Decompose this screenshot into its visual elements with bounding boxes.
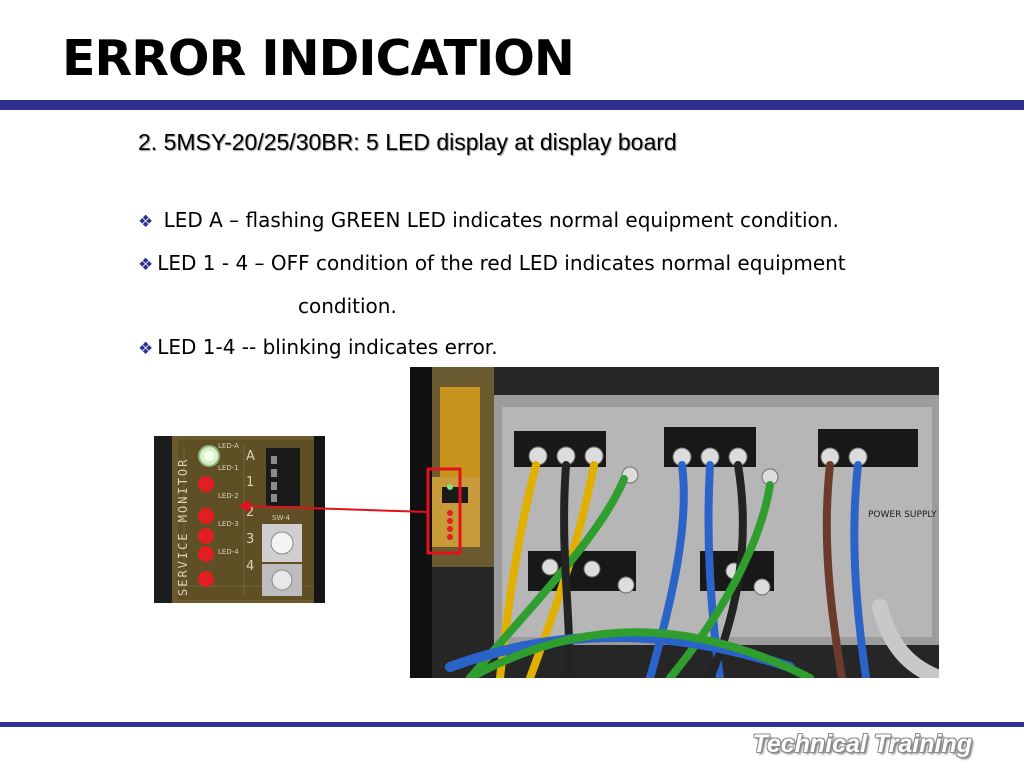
board-vertical-label: SERVICE MONITOR <box>176 458 190 596</box>
title-divider <box>0 100 1024 110</box>
bullet-led-a: ❖ LED A – flashing GREEN LED indicates n… <box>138 206 998 236</box>
led-2-digit: 2 <box>246 505 254 520</box>
slide-subtitle: 2. 5MSY-20/25/30BR: 5 LED display at dis… <box>138 129 677 155</box>
bullet-text: LED 1-4 -- blinking indicates error. <box>157 335 498 359</box>
power-supply-label: POWER SUPPLY <box>868 510 937 520</box>
bullet-led-1-4-off: ❖LED 1 - 4 – OFF condition of the red LE… <box>138 249 998 320</box>
led-1-digit: 1 <box>246 475 254 490</box>
bullet-text: LED 1 - 4 – OFF condition of the red LED… <box>157 251 846 275</box>
led-a-digit: A <box>246 449 255 464</box>
led-3-label: LED-3 <box>218 520 239 528</box>
footer-divider <box>0 722 1024 727</box>
terminal-block-wiring-photo: POWER SUPPLY <box>410 367 939 678</box>
bullet-text: LED A – flashing GREEN LED indicates nor… <box>157 208 839 232</box>
led-2-label: LED-2 <box>218 492 239 500</box>
led-4-label: LED-4 <box>218 548 239 556</box>
diamond-bullet-icon: ❖ <box>138 212 154 232</box>
switch-label: SW-4 <box>272 514 291 522</box>
led-4-digit: 4 <box>246 559 254 574</box>
led-1-label: LED-1 <box>218 464 239 472</box>
bullet-continuation: condition. <box>298 294 397 318</box>
led-a-label: LED-A <box>218 442 239 450</box>
bullet-led-1-4-blink: ❖LED 1-4 -- blinking indicates error. <box>138 333 998 363</box>
diamond-bullet-icon: ❖ <box>138 339 154 359</box>
bullet-list: ❖ LED A – flashing GREEN LED indicates n… <box>138 206 998 376</box>
footer-brand: Technical Training <box>752 730 973 758</box>
diamond-bullet-icon: ❖ <box>138 255 154 275</box>
slide-title: ERROR INDICATION <box>62 30 575 87</box>
led-board-closeup-photo: SERVICE MONITOR LED-A LED-1 LED-2 LED-3 … <box>154 436 325 603</box>
led-3-digit: 3 <box>246 532 254 547</box>
